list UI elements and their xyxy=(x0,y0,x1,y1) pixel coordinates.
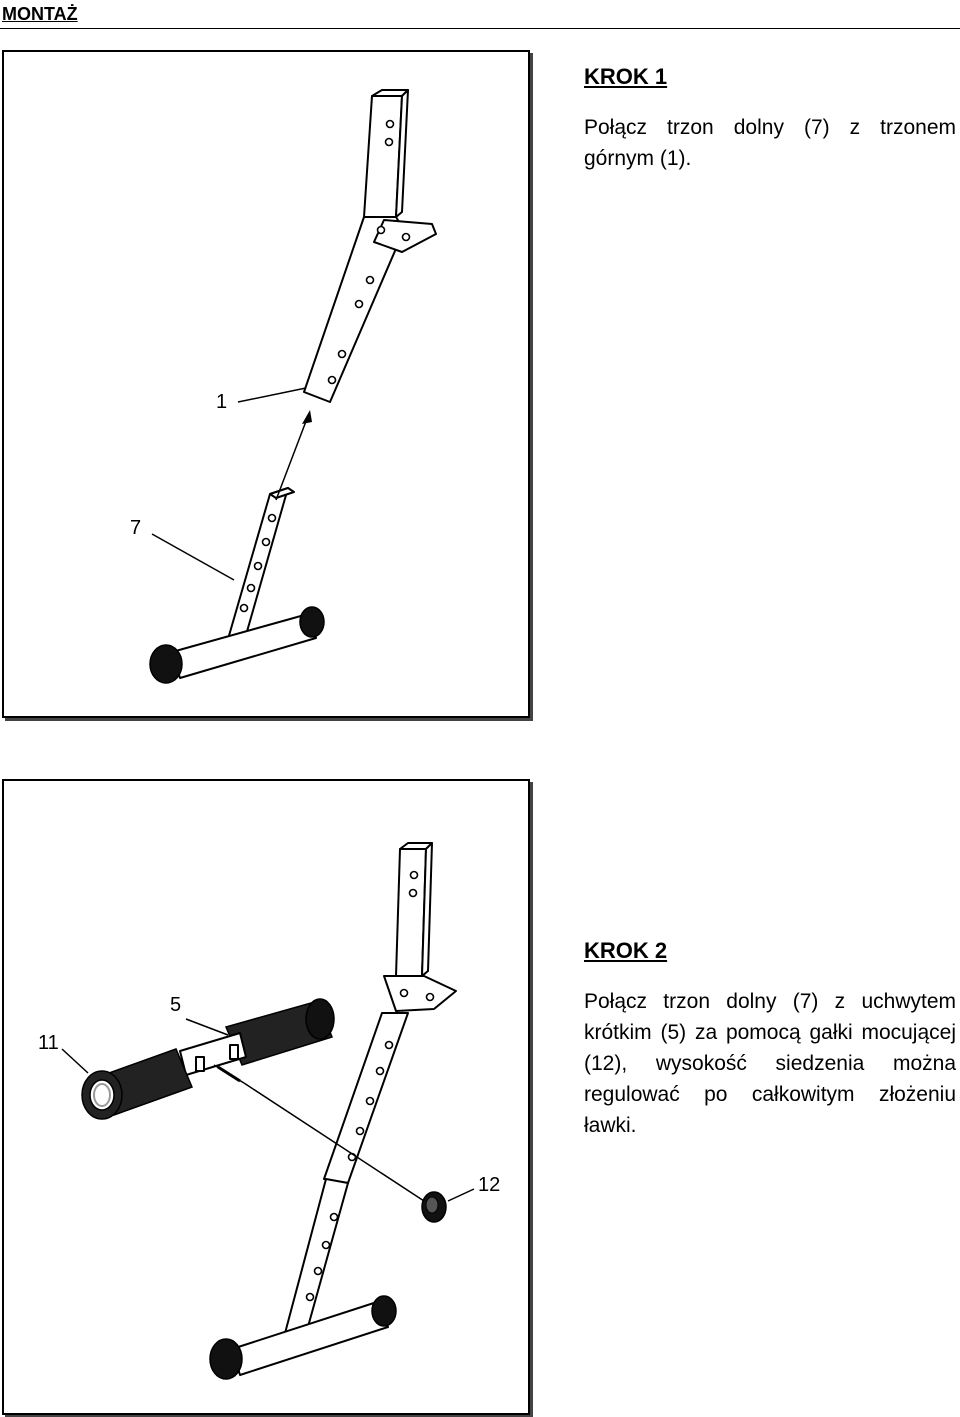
assembled-frame-drawing xyxy=(209,842,457,1380)
callout-upper-shaft: 1 xyxy=(216,391,227,413)
knob-drawing xyxy=(213,1064,447,1223)
step1-text: Połącz trzon dolny (7) z trzonem górnym … xyxy=(584,116,956,170)
callout-foam-pad: 11 xyxy=(38,1032,59,1054)
upper-shaft-drawing xyxy=(303,89,437,403)
callout-lower-shaft: 7 xyxy=(130,517,141,539)
step2-illustration: 5 11 12 xyxy=(38,842,500,1380)
lower-shaft-drawing xyxy=(149,487,325,684)
step1-instructions: KROK 1 Połącz trzon dolny (7) z trzonem … xyxy=(584,64,956,174)
step2-text: Połącz trzon dolny (7) z uchwytem krótki… xyxy=(584,990,956,1137)
step1-title: KROK 1 xyxy=(584,64,668,89)
step2-instructions: KROK 2 Połącz trzon dolny (7) z uchwytem… xyxy=(584,938,956,1141)
callout-knob: 12 xyxy=(478,1174,500,1196)
grip-bar-drawing xyxy=(81,998,335,1120)
step2-illustration-frame: 5 11 12 xyxy=(2,779,530,1415)
step1-illustration-frame: 1 7 xyxy=(2,50,530,718)
step2-title: KROK 2 xyxy=(584,938,668,963)
section-title: MONTAŻ xyxy=(2,4,78,24)
header-rule xyxy=(0,28,960,29)
step1-illustration: 1 7 xyxy=(130,89,437,684)
callout-grip-bar: 5 xyxy=(170,994,181,1016)
